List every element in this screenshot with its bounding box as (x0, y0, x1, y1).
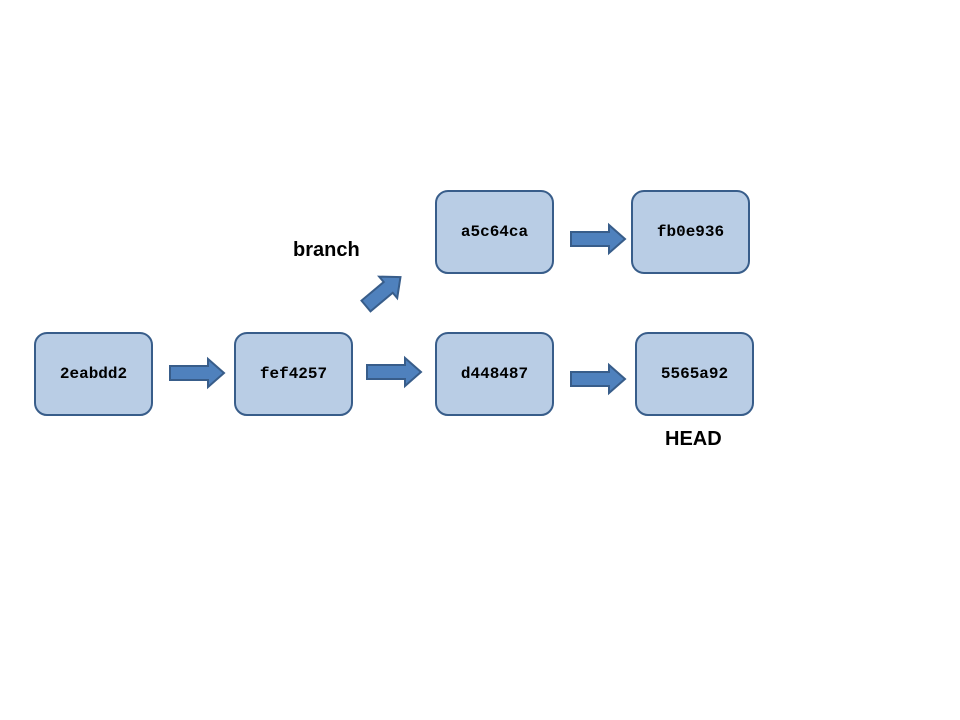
arrow-d448487-to-5565a92 (570, 362, 627, 396)
branch-label: branch (293, 239, 360, 261)
arrow-fef4257-to-d448487 (366, 355, 423, 389)
commit-node-a5c64ca: a5c64ca (435, 190, 554, 274)
commit-hash: fb0e936 (656, 223, 725, 241)
arrow-2eabdd2-to-fef4257 (169, 356, 226, 390)
commit-node-fb0e936: fb0e936 (631, 190, 750, 274)
head-label: HEAD (665, 428, 722, 450)
commit-node-5565a92: 5565a92 (635, 332, 754, 416)
commit-hash: 5565a92 (660, 365, 729, 383)
arrow-a5c64ca-to-fb0e936 (570, 222, 627, 256)
arrow-fef4257-to-a5c64ca (360, 275, 402, 313)
commit-hash: 2eabdd2 (59, 365, 128, 383)
commit-node-2eabdd2: 2eabdd2 (34, 332, 153, 416)
commit-hash: fef4257 (259, 365, 328, 383)
commit-hash: a5c64ca (460, 223, 529, 241)
commit-node-d448487: d448487 (435, 332, 554, 416)
commit-node-fef4257: fef4257 (234, 332, 353, 416)
commit-hash: d448487 (460, 365, 529, 383)
